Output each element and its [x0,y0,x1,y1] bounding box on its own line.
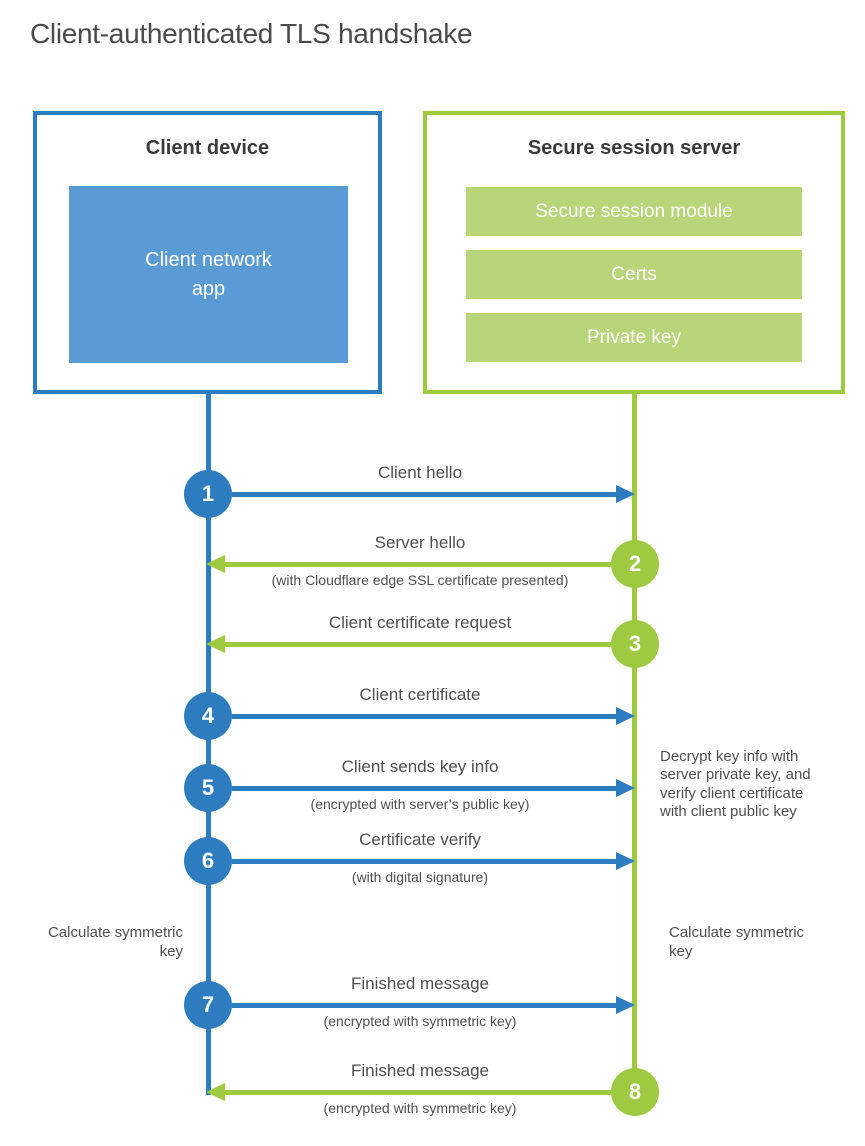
message-4-label: Client certificate [359,685,481,704]
message-1-label: Client hello [377,463,463,482]
calculate-symmetric-key-left: Calculate symmetric key [47,924,183,961]
arrowhead-left-icon [206,1083,225,1101]
step-5-badge: 5 [184,764,232,812]
client-network-app-label: Client network app [145,248,272,300]
arrowhead-right-icon [616,852,635,870]
message-6-label: Certificate verify [359,830,481,849]
arrowhead-right-icon [616,707,635,725]
message-8-label: Finished message [351,1061,489,1080]
server-title: Secure session server [527,137,741,159]
client-network-app-box: Client network app [69,186,348,363]
arrowhead-right-icon [616,485,635,503]
decrypt-note: Decrypt key info with server private key… [660,748,811,820]
step-1-badge: 1 [184,470,232,518]
message-5-label: Client sends key info [341,757,499,776]
message-6-sublabel: (with digital signature) [351,869,489,885]
arrowhead-right-icon [616,996,635,1014]
message-2-sublabel: (with Cloudflare edge SSL certificate pr… [271,572,569,588]
step-4-badge: 4 [184,692,232,740]
client-device-title: Client device [145,137,270,159]
step-8-badge: 8 [611,1068,659,1116]
message-6-arrow [232,859,616,864]
message-2-label: Server hello [374,533,466,552]
message-5-sublabel: (encrypted with server’s public key) [310,796,530,812]
message-3-label: Client certificate request [328,613,512,632]
message-8-arrow [225,1090,611,1095]
server-lifeline [632,392,637,1092]
step-6-badge: 6 [184,837,232,885]
step-2-badge: 2 [611,540,659,588]
private-key-bar: Private key [466,313,802,362]
message-3-arrow [225,642,611,647]
message-5-arrow [232,786,616,791]
message-2-arrow [225,562,611,567]
page-title: Client-authenticated TLS handshake [30,18,473,49]
step-3-badge: 3 [611,620,659,668]
step-7-badge: 7 [184,981,232,1029]
message-7-arrow [232,1003,616,1008]
arrowhead-left-icon [206,635,225,653]
arrowhead-right-icon [616,779,635,797]
message-4-arrow [232,714,616,719]
message-8-sublabel: (encrypted with symmetric key) [323,1100,517,1116]
client-lifeline [206,392,211,1095]
arrowhead-left-icon [206,555,225,573]
certs-bar: Certs [466,250,802,299]
secure-session-module-bar: Secure session module [466,187,802,236]
message-7-sublabel: (encrypted with symmetric key) [323,1013,517,1029]
calculate-symmetric-key-right: Calculate symmetric key [669,924,805,961]
message-7-label: Finished message [351,974,489,993]
message-1-arrow [232,492,616,497]
